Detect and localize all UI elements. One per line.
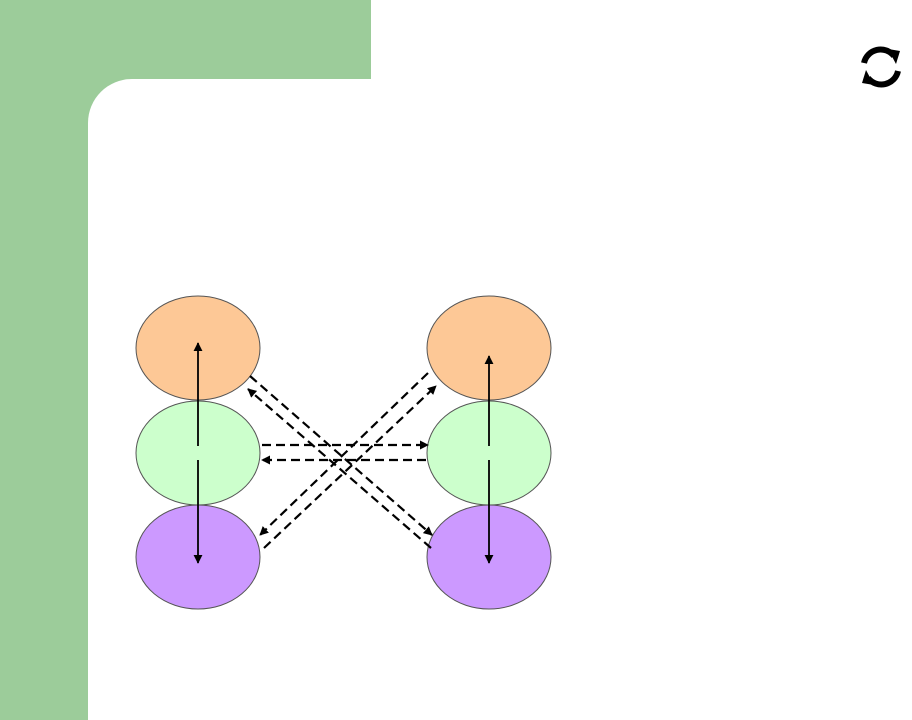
nodes-layer <box>135 295 552 610</box>
arrows-layer <box>193 342 494 564</box>
green-side-strip <box>0 0 89 720</box>
arrow-left-bottom-to-right-top <box>263 385 437 549</box>
refresh-button[interactable] <box>854 40 908 94</box>
refresh-icon <box>861 46 901 88</box>
arrow-right-bottom-to-left-top <box>247 388 432 549</box>
arrow-right-top-to-left-bottom <box>259 372 429 536</box>
